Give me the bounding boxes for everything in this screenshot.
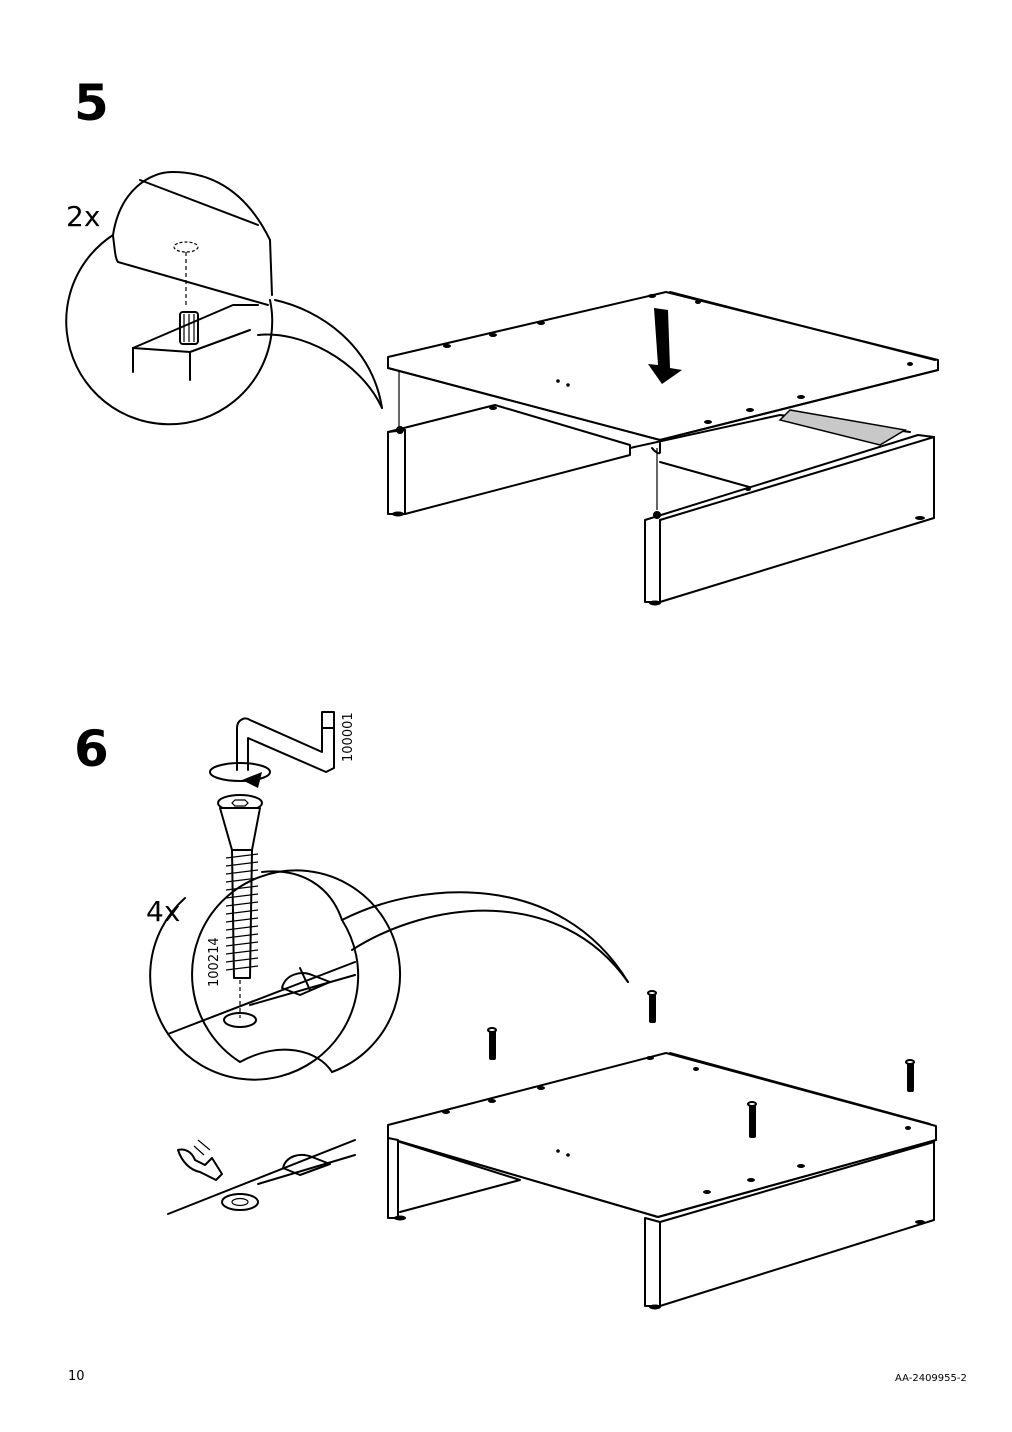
floating-screw: [905, 1059, 915, 1092]
floating-screw: [647, 990, 657, 1023]
rotate-arrow-icon: [209, 762, 271, 788]
floating-screw: [747, 1101, 757, 1138]
step-6-confirm-callout: [167, 869, 402, 1215]
step-5-detail-callout: [65, 171, 383, 426]
step-6-tool: [209, 711, 335, 788]
step-5-main-illustration: [387, 291, 939, 606]
document-code: AA-2409955-2: [895, 1373, 967, 1384]
step-5-number: 5: [74, 74, 109, 132]
step-6-main-illustration: [387, 990, 937, 1310]
step-6-quantity: 4x: [146, 895, 181, 928]
down-arrow-icon: [648, 308, 682, 384]
step-5-quantity: 2x: [66, 200, 101, 233]
hand-touch-icon: [177, 1139, 223, 1181]
step-6-screw: [217, 794, 263, 1018]
step-6-number: 6: [74, 720, 109, 778]
page-number: 10: [68, 1369, 85, 1384]
floating-screw: [487, 1027, 497, 1060]
